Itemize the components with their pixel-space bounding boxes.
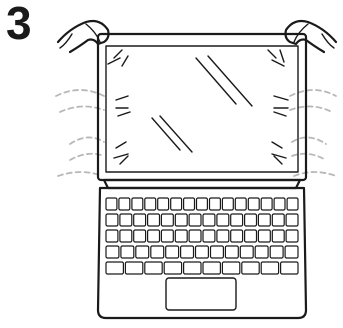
keyboard-key — [166, 246, 179, 258]
keyboard-key — [151, 246, 164, 258]
keyboard-key — [286, 214, 298, 226]
keyboard-key — [106, 230, 118, 242]
keyboard-key — [106, 262, 123, 274]
keyboard-key — [203, 262, 220, 274]
keyboard-key — [272, 214, 284, 226]
keyboard-key — [148, 230, 160, 242]
keyboard-key — [120, 214, 132, 226]
keyboard-key — [161, 230, 173, 242]
keyboard-key — [242, 262, 259, 274]
keyboard-key — [255, 246, 268, 258]
keyboard-key — [196, 246, 209, 258]
keyboard-key — [261, 262, 278, 274]
keyboard-key — [217, 214, 229, 226]
right-hand-icon — [286, 21, 337, 52]
keyboard-key — [281, 262, 298, 274]
keyboard-key — [189, 230, 201, 242]
keyboard-key — [121, 246, 134, 258]
keyboard-key — [261, 198, 272, 210]
keyboard-key — [145, 198, 156, 210]
keyboard — [106, 198, 298, 274]
keyboard-key — [270, 246, 283, 258]
keyboard-key — [161, 214, 173, 226]
keyboard-key — [240, 246, 253, 258]
keyboard-key — [120, 230, 132, 242]
keyboard-key — [222, 198, 233, 210]
keyboard-key — [189, 214, 201, 226]
motion-lines-right — [290, 90, 336, 176]
keyboard-key — [203, 214, 215, 226]
keyboard-key — [245, 214, 257, 226]
trackpad — [166, 278, 236, 310]
left-hand-icon — [58, 21, 109, 52]
keyboard-key — [248, 198, 259, 210]
keyboard-key — [286, 230, 298, 242]
motion-lines-left — [56, 90, 104, 176]
keyboard-key — [106, 214, 118, 226]
keyboard-key — [106, 246, 119, 258]
keyboard-key — [203, 230, 215, 242]
keyboard-key — [171, 198, 182, 210]
keyboard-key — [158, 198, 169, 210]
keyboard-key — [197, 198, 208, 210]
keyboard-key — [136, 246, 149, 258]
keyboard-key — [148, 214, 160, 226]
keyboard-key — [231, 214, 243, 226]
keyboard-key — [134, 230, 146, 242]
keyboard-key — [274, 198, 285, 210]
keyboard-key — [231, 230, 243, 242]
keyboard-key — [258, 230, 270, 242]
keyboard-key — [175, 230, 187, 242]
keyboard-key — [132, 198, 143, 210]
keyboard-key — [272, 230, 284, 242]
keyboard-key — [217, 230, 229, 242]
keyboard-key — [181, 246, 194, 258]
keyboard-key — [287, 198, 298, 210]
keyboard-key — [175, 214, 187, 226]
laptop-hinge — [104, 180, 300, 188]
keyboard-key — [119, 198, 130, 210]
keyboard-key — [145, 262, 162, 274]
keyboard-key — [211, 246, 224, 258]
keyboard-key — [210, 198, 221, 210]
keyboard-key — [258, 214, 270, 226]
keyboard-key — [184, 262, 201, 274]
keyboard-key — [164, 262, 181, 274]
emphasis-ticks — [108, 50, 288, 164]
keyboard-key — [245, 230, 257, 242]
keyboard-key — [134, 214, 146, 226]
keyboard-key — [285, 246, 298, 258]
keyboard-key — [106, 198, 117, 210]
keyboard-key — [125, 262, 142, 274]
keyboard-key — [184, 198, 195, 210]
keyboard-key — [235, 198, 246, 210]
keyboard-key — [225, 246, 238, 258]
keyboard-key — [222, 262, 239, 274]
